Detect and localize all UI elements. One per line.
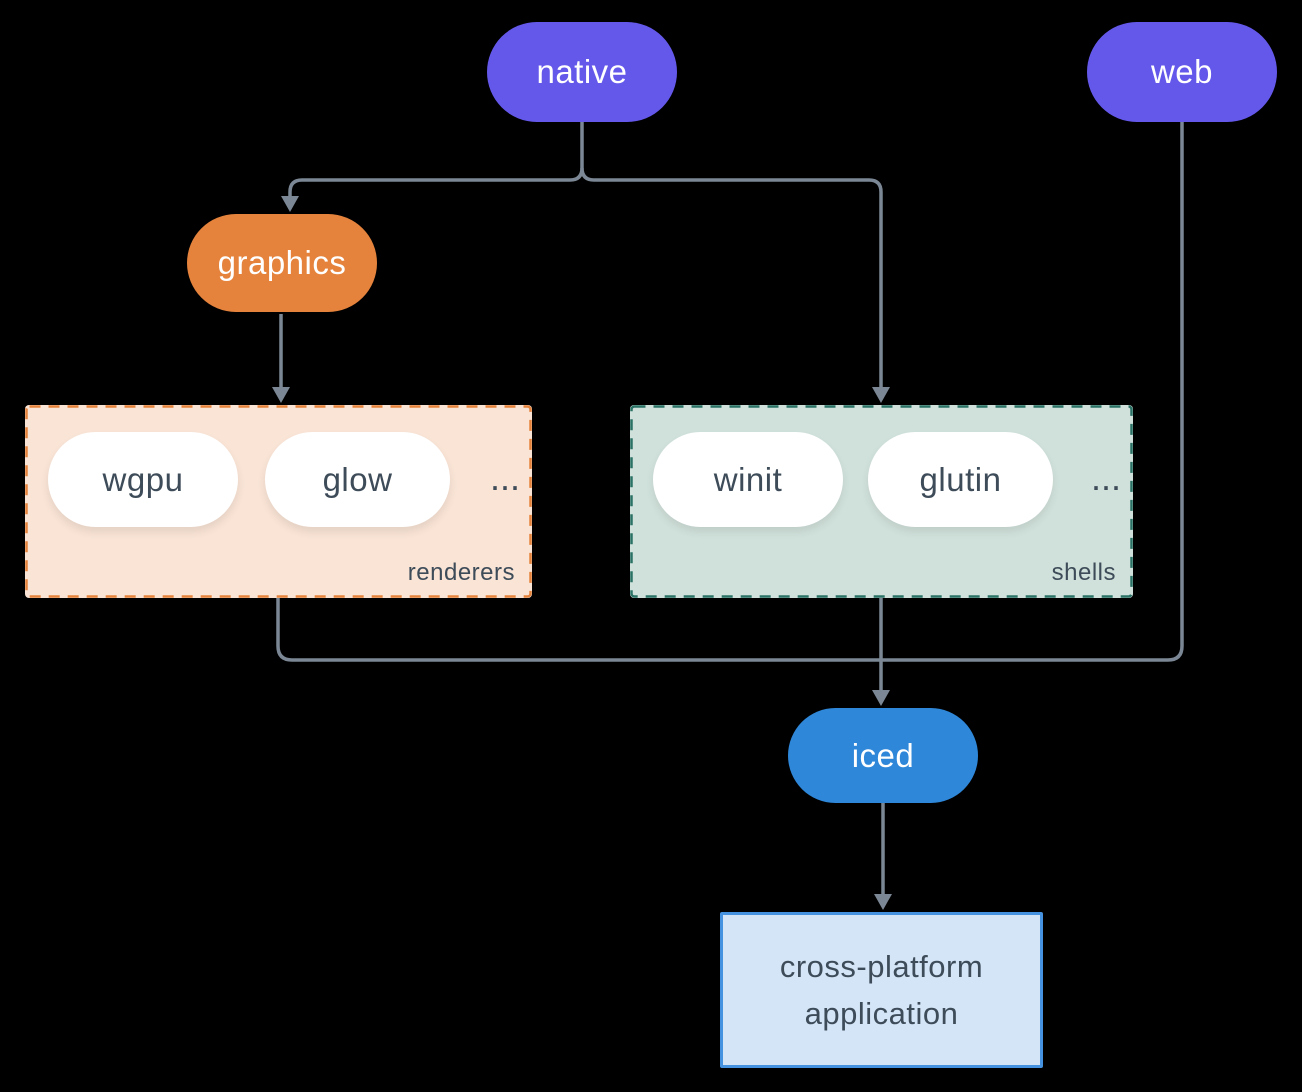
shells-dashed-border — [630, 405, 1133, 598]
node-graphics-label: graphics — [217, 244, 347, 281]
node-graphics: graphics — [187, 214, 377, 312]
node-winit: winit — [653, 432, 843, 527]
edge-renderers-iced — [276, 598, 881, 662]
application-label-line1: cross-platform — [779, 948, 984, 984]
node-web: web — [1087, 22, 1277, 122]
node-winit-label: winit — [713, 460, 783, 498]
shells-ellipsis: ... — [1090, 457, 1121, 498]
node-iced: iced — [788, 708, 978, 803]
node-glow: glow — [265, 432, 450, 527]
edge-native-graphics — [288, 122, 584, 196]
renderers-group-label: renderers — [407, 559, 515, 586]
node-wgpu: wgpu — [48, 432, 238, 527]
arrowhead-iced-application — [874, 894, 892, 910]
node-glow-label: glow — [322, 460, 393, 498]
renderers-ellipsis: ... — [489, 457, 520, 498]
application-label-line2: application — [804, 996, 959, 1031]
arrowhead-graphics-renderers — [272, 387, 290, 403]
node-application: cross-platform application — [720, 912, 1043, 1068]
group-renderers: wgpu glow ... renderers — [25, 405, 532, 598]
arrowhead-native-shells — [872, 387, 890, 403]
node-iced-label: iced — [851, 736, 915, 774]
group-shells: winit glutin ... shells — [630, 405, 1133, 598]
arrowhead-native-graphics — [281, 196, 299, 212]
node-native: native — [487, 22, 677, 122]
node-glutin: glutin — [868, 432, 1053, 527]
edge-native-shells — [580, 167, 883, 387]
edge-web-iced — [881, 122, 1184, 662]
node-wgpu-label: wgpu — [102, 460, 184, 498]
node-native-label: native — [536, 53, 628, 90]
renderers-dashed-border — [25, 405, 532, 598]
node-web-label: web — [1150, 53, 1214, 90]
arrowhead-into-iced — [872, 690, 890, 706]
node-glutin-label: glutin — [919, 460, 1002, 498]
shells-group-label: shells — [1051, 559, 1116, 586]
